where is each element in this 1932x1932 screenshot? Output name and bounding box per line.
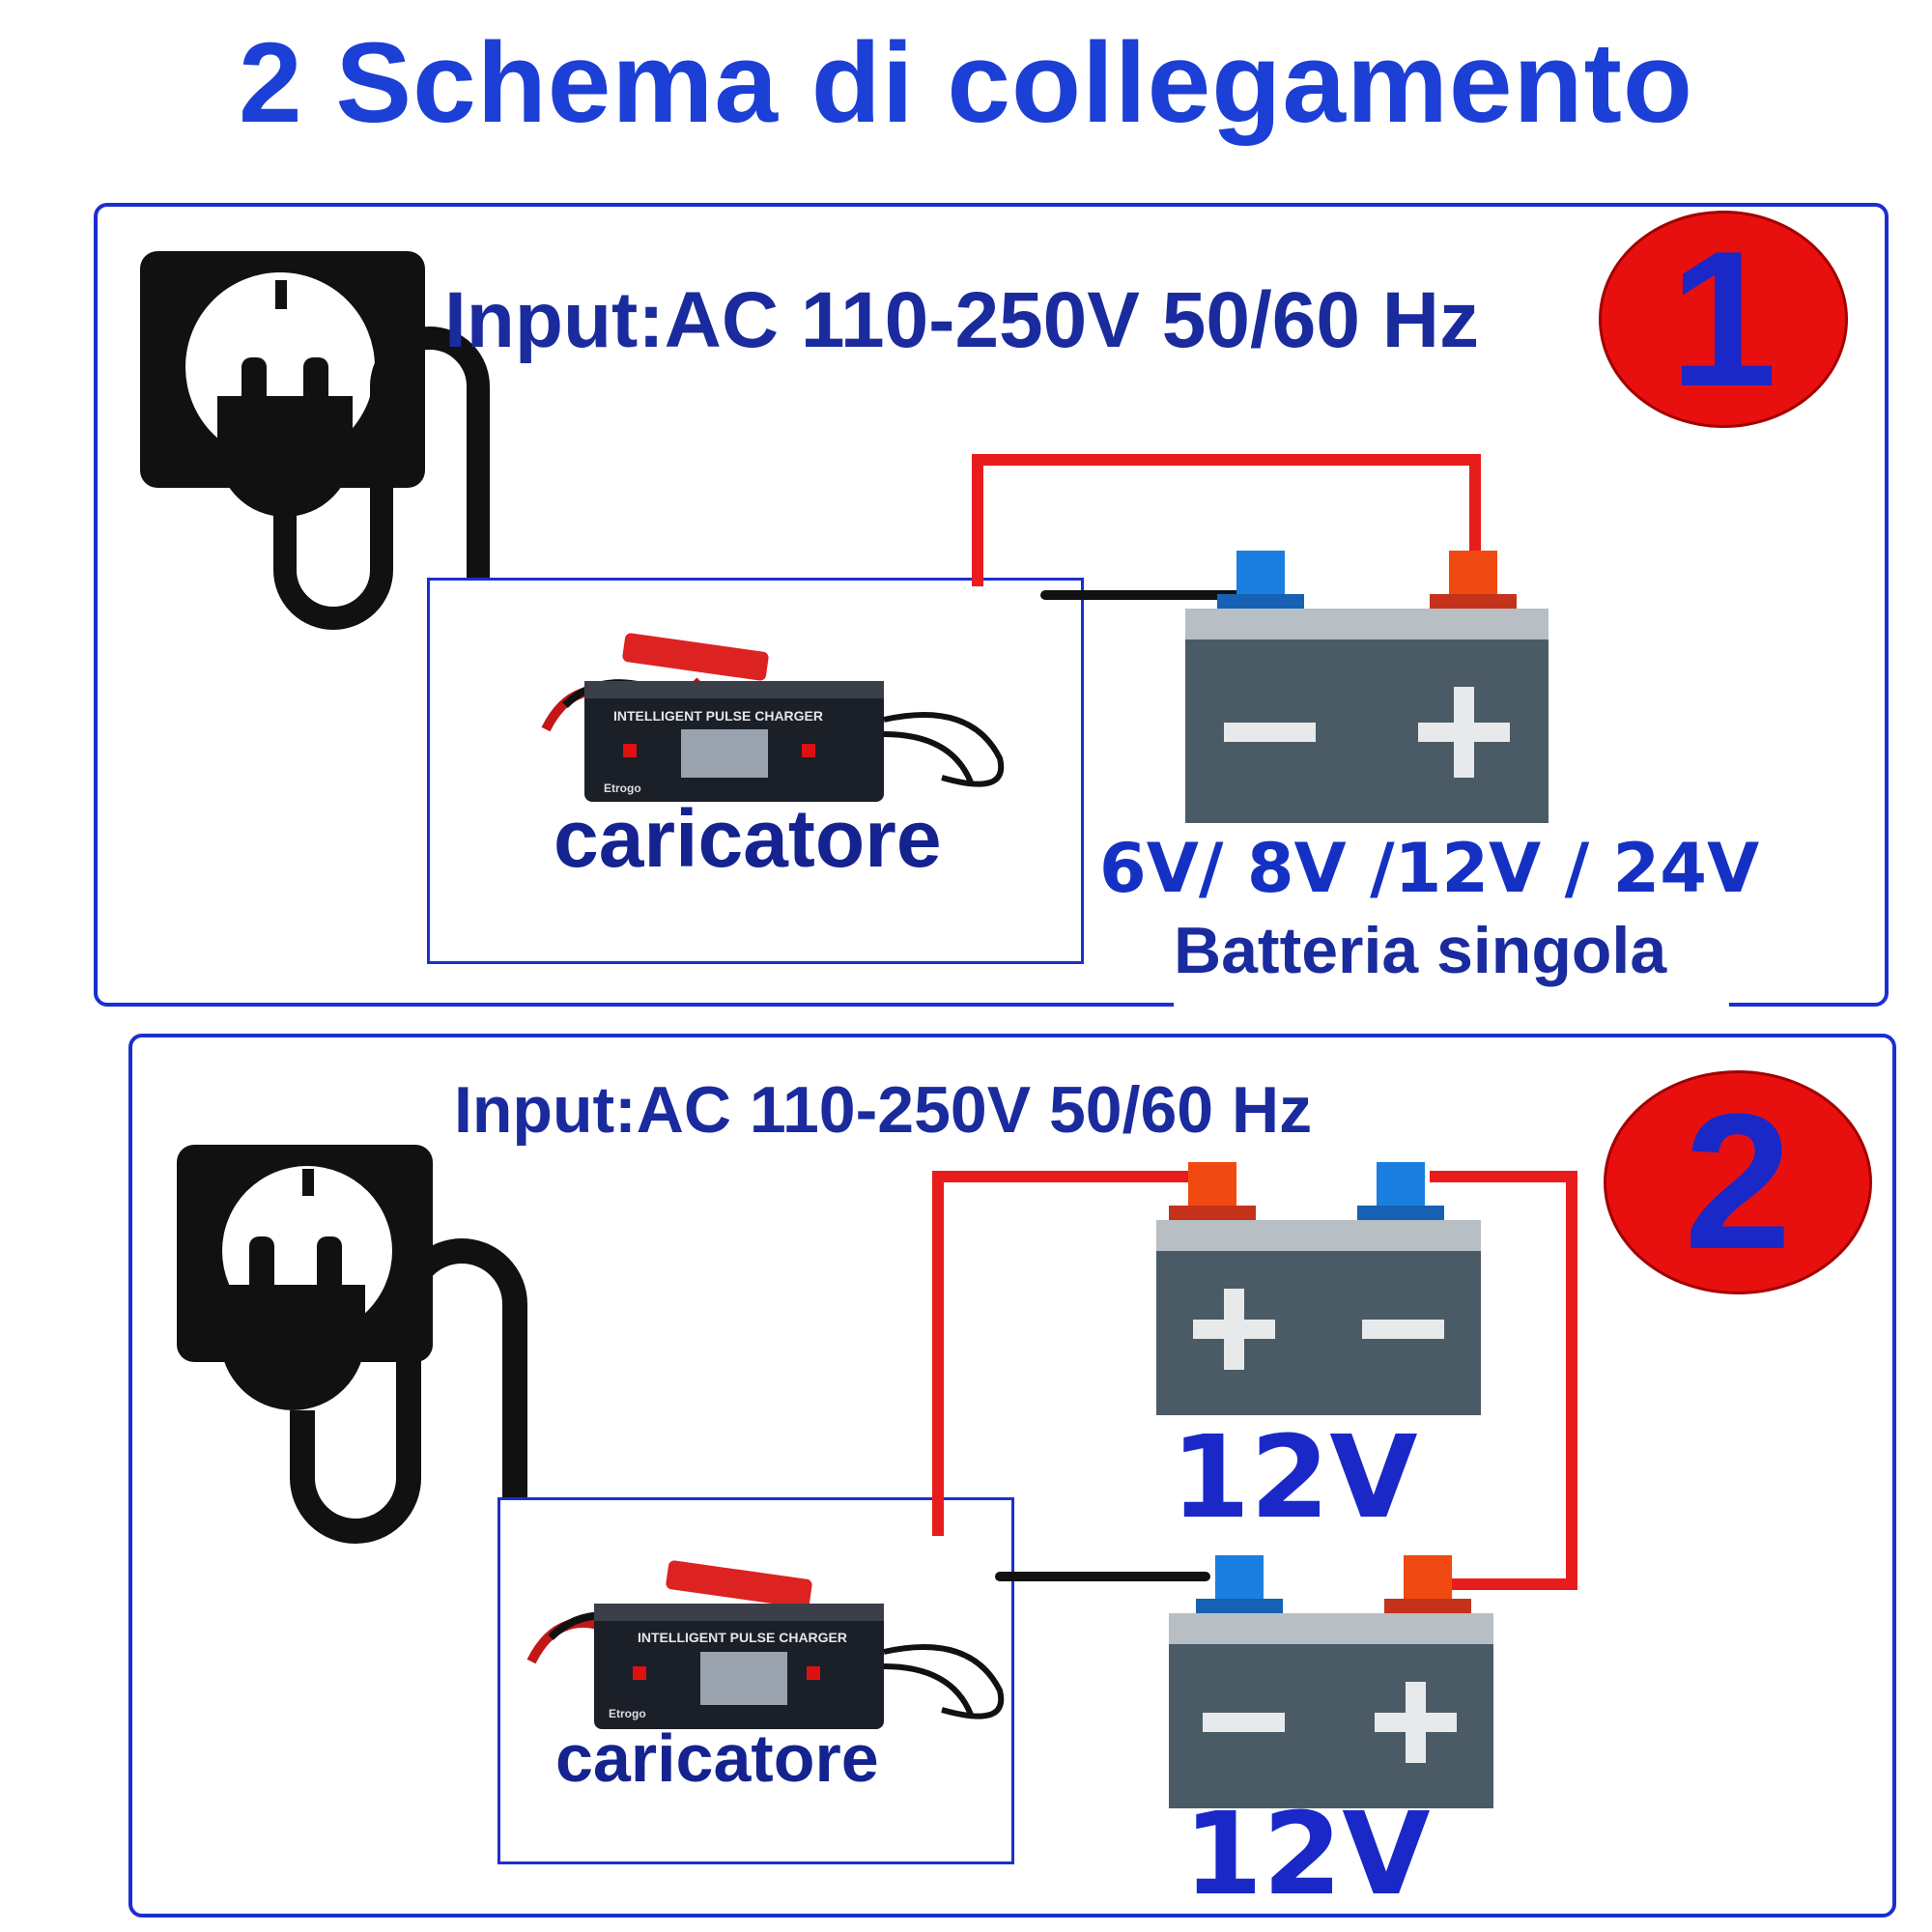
negative-terminal <box>1236 551 1285 594</box>
minus-icon <box>1362 1320 1444 1339</box>
battery-bottom <box>1169 1555 1493 1808</box>
page-title: 2 Schema di collegamento <box>238 19 1694 147</box>
negative-terminal <box>1377 1162 1425 1206</box>
battery-single <box>1185 551 1548 823</box>
minus-icon <box>1203 1713 1285 1732</box>
charger-device-header: INTELLIGENT PULSE CHARGER <box>613 708 823 724</box>
charger-device-image: INTELLIGENT PULSE CHARGER Etrogo <box>526 1560 1005 1729</box>
positive-terminal <box>1449 551 1497 594</box>
negative-terminal <box>1215 1555 1264 1599</box>
panel-single-battery <box>94 203 1889 1007</box>
charger-device-brand: Etrogo <box>604 781 641 795</box>
supported-voltages: 6V/ 8V /12V / 24V <box>1099 829 1760 908</box>
battery-top <box>1156 1162 1481 1415</box>
step-1-badge: 1 <box>1599 211 1848 428</box>
positive-terminal <box>1188 1162 1236 1206</box>
battery-caption: Batteria singola <box>1174 914 1667 987</box>
step-number: 2 <box>1684 1074 1792 1290</box>
step-number: 1 <box>1669 211 1777 427</box>
battery-bottom-voltage: 12V <box>1183 1787 1431 1920</box>
charger-device-image: INTELLIGENT PULSE CHARGER Etrogo <box>541 633 1005 802</box>
caption-gap-mask <box>1174 995 1729 1014</box>
panel-two-batteries <box>128 1034 1896 1918</box>
charger-device-brand: Etrogo <box>609 1707 646 1720</box>
power-plug-icon <box>140 251 490 630</box>
input-spec-label: Input:AC 110-250V 50/60 Hz <box>454 1073 1313 1147</box>
power-plug-icon <box>177 1145 527 1565</box>
charger-label: caricatore <box>555 1720 879 1796</box>
input-spec-label: Input:AC 110-250V 50/60 Hz <box>444 276 1479 364</box>
battery-top-voltage: 12V <box>1171 1410 1418 1544</box>
charger-device-header: INTELLIGENT PULSE CHARGER <box>638 1630 847 1645</box>
positive-terminal <box>1404 1555 1452 1599</box>
step-2-badge: 2 <box>1604 1070 1872 1294</box>
charger-label: caricatore <box>554 793 942 884</box>
minus-icon <box>1224 723 1316 742</box>
